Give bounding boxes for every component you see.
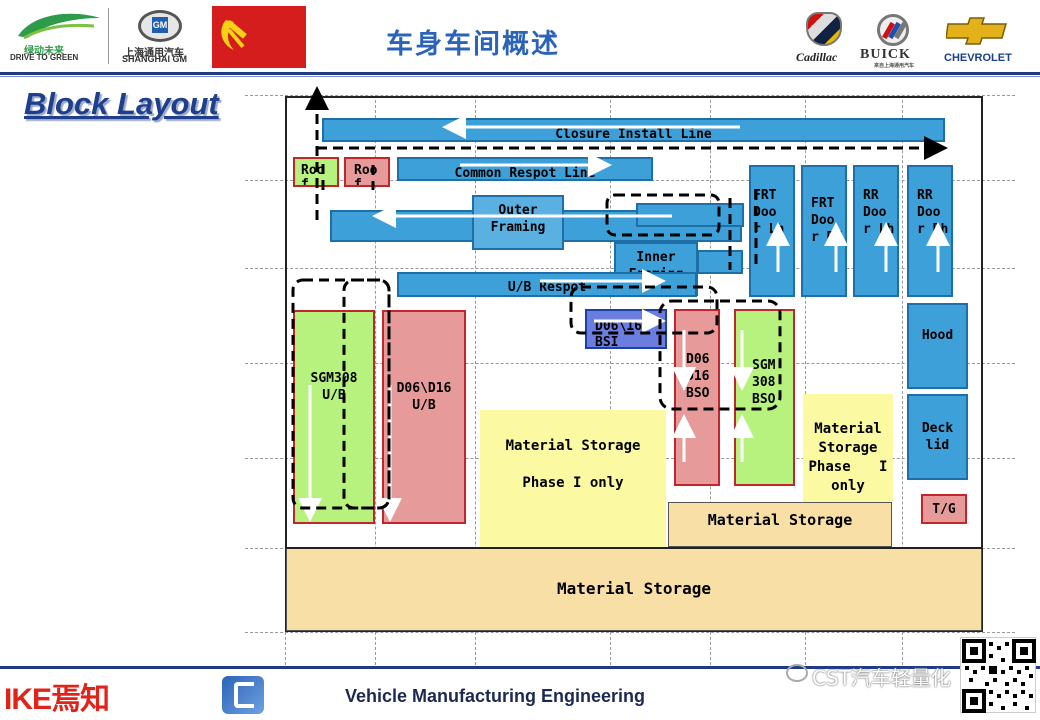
inner-framing-extension [697, 250, 743, 274]
qr-code[interactable] [960, 637, 1036, 713]
cadillac-crest-icon [806, 12, 842, 46]
header-divider-thin [0, 76, 1040, 77]
material-storage-small: Material Storage [668, 502, 892, 547]
closure-install-line: Closure Install Line [322, 118, 945, 142]
watermark-text: CST汽车轻量化 [812, 666, 951, 690]
hood-line: Hood [907, 303, 968, 389]
qr-code-icon [962, 639, 1036, 713]
building-outline [285, 96, 983, 632]
chevrolet-bowtie-icon [946, 17, 1007, 45]
outer-framing-station: Outer Framing [472, 195, 564, 250]
material-storage-phase1-right: Material Storage Phase I only [803, 394, 893, 502]
storage-divider [285, 547, 983, 549]
logo-divider [108, 8, 109, 64]
footer-divider [0, 666, 1040, 669]
ve-logo-icon [222, 676, 264, 714]
d06-d16-ub-cell: D06\D16 U/B [382, 310, 466, 524]
cadillac-text: Cadillac [796, 50, 838, 64]
chevrolet-text: CHEVROLET [944, 52, 1012, 64]
sgm308-ub-cell: SGM308 U/B [293, 310, 375, 524]
header-divider [0, 72, 1040, 75]
sgm-en-text: SHANGHAI GM [122, 54, 187, 64]
sgm308-bso-cell: SGM 308 BSO [734, 309, 795, 486]
wechat-icon [786, 664, 808, 682]
buick-text: BUICK [860, 47, 911, 62]
logo-cn-text: 绿动未来 [24, 46, 64, 57]
storage-label: Material Storage [505, 438, 641, 454]
section-title: Block Layout [24, 86, 219, 121]
material-storage-bottom: Material Storage [286, 548, 982, 631]
flag-image [212, 6, 306, 68]
storage-phase-label: Phase I only [522, 475, 624, 491]
leaf-icon [18, 13, 100, 40]
deck-lid-line: Deck lid [907, 394, 968, 480]
footer-title: Vehicle Manufacturing Engineering [345, 686, 646, 706]
hammer-sickle-icon [221, 20, 247, 50]
logo-en-text: DRIVE TO GREEN [10, 53, 79, 62]
page-title: 车身车间概述 [386, 29, 560, 60]
buick-sub-text: 来自上海通用汽车 [874, 63, 915, 69]
dashed-routes [291, 86, 948, 510]
material-storage-phase1-left: Material Storage Phase I only [480, 410, 666, 547]
buick-shield-icon [877, 14, 909, 46]
d06-d16-bso-cell: D06 D16 BSO [674, 309, 720, 486]
white-flow-arrows [298, 115, 950, 522]
tg-cell: T/G [921, 494, 967, 524]
ike-logo: IKE焉知 [4, 683, 110, 716]
sgm-cn-text: 上海通用汽车 [124, 48, 184, 59]
gm-badge: GM [152, 17, 168, 33]
